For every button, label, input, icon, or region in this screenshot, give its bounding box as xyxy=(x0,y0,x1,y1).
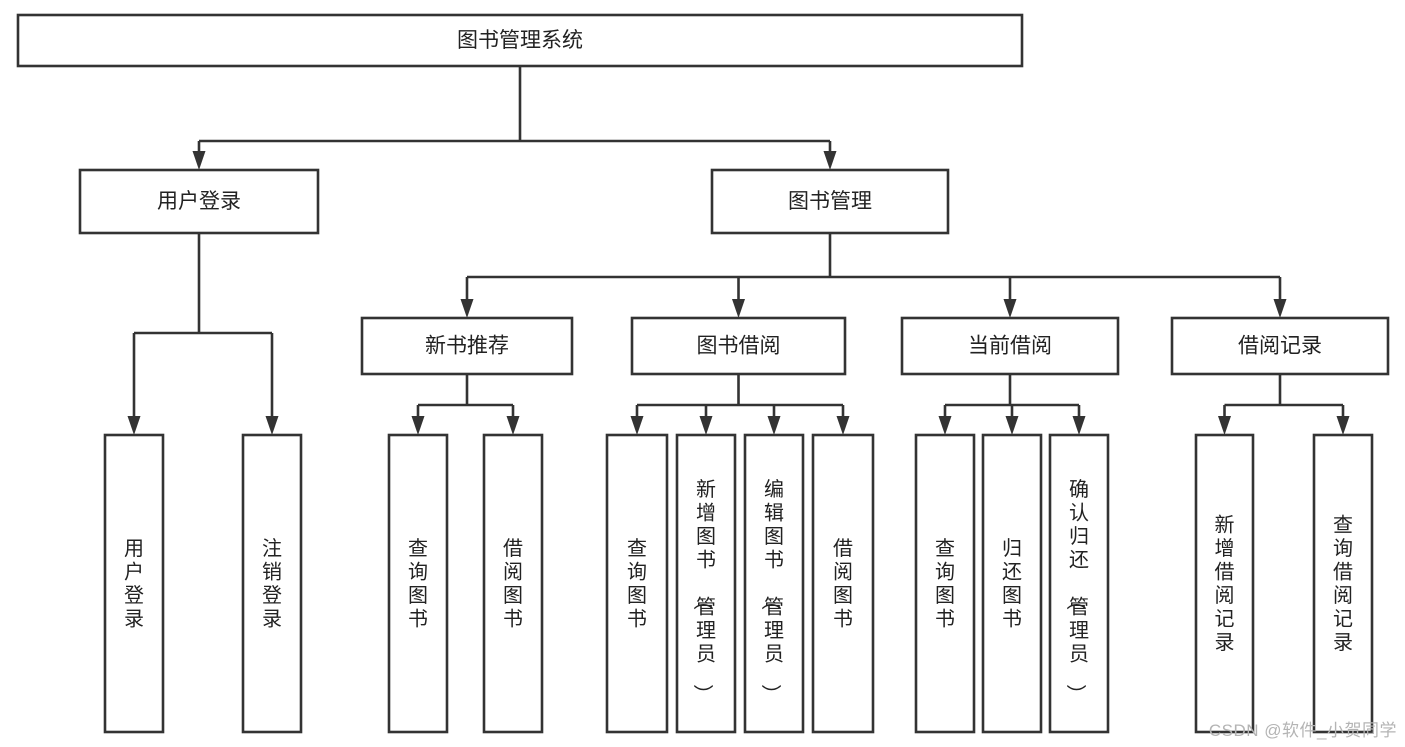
node-book-borrow[interactable]: 图书借阅 xyxy=(630,316,847,376)
node-box xyxy=(16,13,1024,68)
node-label: 图书管理系统 xyxy=(457,29,583,52)
node-box xyxy=(710,168,950,235)
arrow-head-icon xyxy=(1273,299,1287,318)
node-leaf-query-book-1[interactable]: 查询图书 xyxy=(387,433,449,734)
node-box xyxy=(1048,433,1110,734)
node-box xyxy=(78,168,320,235)
arrow-head-icon xyxy=(630,416,644,435)
node-label: 确认归还（管理员） xyxy=(1064,478,1089,704)
node-user-login[interactable]: 用户登录 xyxy=(78,168,320,235)
node-label: 查询图书 xyxy=(935,537,955,631)
arrow-head-icon xyxy=(732,299,745,318)
node-box xyxy=(1312,433,1374,734)
node-box xyxy=(1170,316,1390,376)
arrow-head-icon xyxy=(192,151,206,170)
node-leaf-add-book[interactable]: 新增图书（管理员） xyxy=(675,433,737,734)
node-root[interactable]: 图书管理系统 xyxy=(16,13,1024,68)
node-box xyxy=(605,433,669,734)
node-label: 借阅图书 xyxy=(503,537,523,631)
arrow-head-icon xyxy=(836,416,850,435)
node-box xyxy=(743,433,805,734)
node-box xyxy=(1194,433,1255,734)
arrow-head-icon xyxy=(823,151,837,170)
node-borrow-record[interactable]: 借阅记录 xyxy=(1170,316,1390,376)
node-leaf-add-record[interactable]: 新增借阅记录 xyxy=(1194,433,1255,734)
node-box xyxy=(241,433,303,734)
node-label: 新书推荐 xyxy=(425,335,509,358)
arrow-head-icon xyxy=(699,416,713,435)
node-leaf-query-book-3[interactable]: 查询图书 xyxy=(914,433,976,734)
watermark-text: CSDN @软件_小贺同学 xyxy=(1208,721,1397,740)
node-label: 用户登录 xyxy=(157,190,241,213)
node-box xyxy=(387,433,449,734)
node-leaf-edit-book[interactable]: 编辑图书（管理员） xyxy=(743,433,805,734)
node-current-borrow[interactable]: 当前借阅 xyxy=(900,316,1120,376)
arrow-head-icon xyxy=(1072,416,1086,435)
node-label: 注销登录 xyxy=(262,537,282,631)
node-leaf-borrow-book-1[interactable]: 借阅图书 xyxy=(482,433,544,734)
arrow-head-icon xyxy=(1218,416,1231,435)
node-box xyxy=(675,433,737,734)
node-label: 编辑图书（管理员） xyxy=(759,478,784,704)
node-box xyxy=(900,316,1120,376)
arrow-head-icon xyxy=(1005,416,1019,435)
node-label: 用户登录 xyxy=(124,538,144,631)
arrow-head-icon xyxy=(767,416,781,435)
node-label: 查询图书 xyxy=(627,537,647,631)
node-leaf-return-book[interactable]: 归还图书 xyxy=(981,433,1043,734)
arrow-head-icon xyxy=(938,416,952,435)
arrow-head-icon xyxy=(127,416,141,435)
node-label: 新增借阅记录 xyxy=(1215,513,1235,654)
node-box xyxy=(914,433,976,734)
node-box xyxy=(360,316,574,376)
node-leaf-logout[interactable]: 注销登录 xyxy=(241,433,303,734)
node-label: 图书管理 xyxy=(788,190,872,213)
arrow-head-icon xyxy=(506,416,520,435)
arrow-head-icon xyxy=(265,416,279,435)
node-box xyxy=(482,433,544,734)
edges-layer xyxy=(127,66,1350,435)
node-label: 当前借阅 xyxy=(968,335,1052,358)
node-label: 借阅图书 xyxy=(833,537,853,631)
arrow-head-icon xyxy=(1003,299,1017,318)
node-leaf-query-book-2[interactable]: 查询图书 xyxy=(605,433,669,734)
node-box xyxy=(811,433,875,734)
node-new-book-rec[interactable]: 新书推荐 xyxy=(360,316,574,376)
node-leaf-query-record[interactable]: 查询借阅记录 xyxy=(1312,433,1374,734)
node-label: 图书借阅 xyxy=(697,335,781,358)
node-label: 查询图书 xyxy=(408,537,428,631)
node-box xyxy=(630,316,847,376)
arrow-head-icon xyxy=(1336,416,1350,435)
node-label: 查询借阅记录 xyxy=(1333,513,1353,654)
node-box xyxy=(103,433,165,734)
node-label: 归还图书 xyxy=(1002,537,1022,631)
node-book-manage[interactable]: 图书管理 xyxy=(710,168,950,235)
node-label: 新增图书（管理员） xyxy=(691,478,716,704)
node-leaf-confirm-return[interactable]: 确认归还（管理员） xyxy=(1048,433,1110,734)
node-label: 借阅记录 xyxy=(1238,335,1322,358)
nodes-layer: 图书管理系统用户登录图书管理新书推荐图书借阅当前借阅借阅记录用户登录注销登录查询… xyxy=(16,13,1390,734)
node-leaf-user-login[interactable]: 用户登录 xyxy=(103,433,165,734)
node-leaf-borrow-book-2[interactable]: 借阅图书 xyxy=(811,433,875,734)
node-box xyxy=(981,433,1043,734)
arrow-head-icon xyxy=(411,416,425,435)
arrow-head-icon xyxy=(460,299,474,318)
